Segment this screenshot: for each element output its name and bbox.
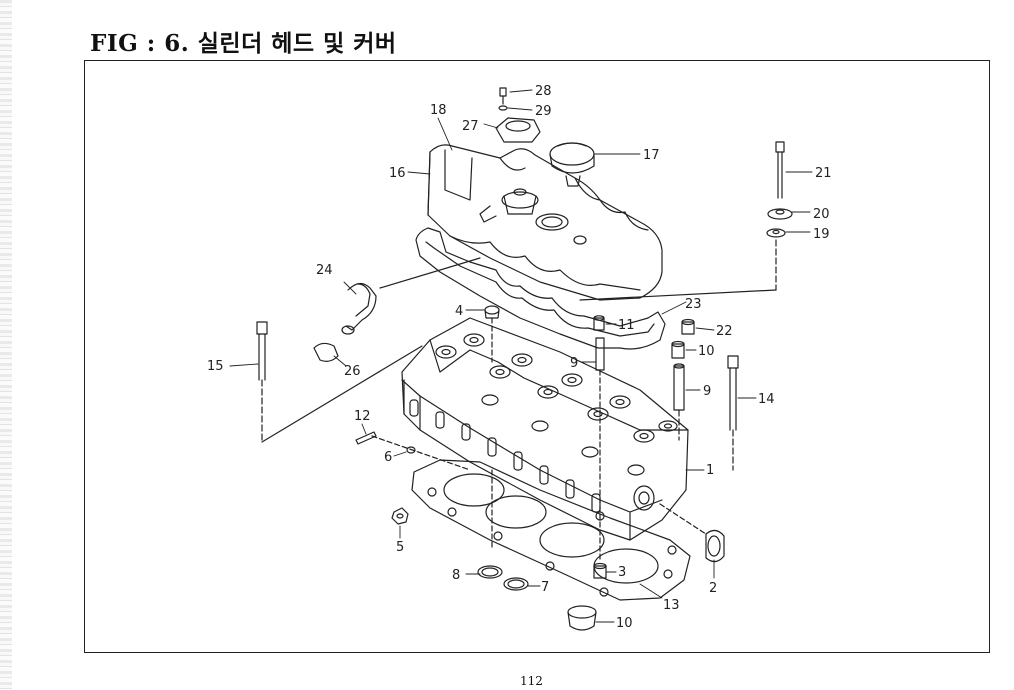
callout-3: 3 bbox=[618, 565, 626, 580]
callout-2: 2 bbox=[709, 581, 717, 596]
callout-1: 1 bbox=[706, 463, 714, 478]
scan-edge-artifact bbox=[0, 0, 12, 690]
valve-small-parts bbox=[593, 315, 695, 441]
callout-8: 8 bbox=[452, 568, 460, 583]
callout-12: 12 bbox=[354, 409, 371, 424]
head-bolt-left bbox=[256, 321, 423, 443]
callout-18: 18 bbox=[430, 103, 447, 118]
callout-9-upper: 9 bbox=[570, 356, 578, 371]
callout-10-upper: 10 bbox=[698, 344, 715, 359]
breather-hose bbox=[313, 257, 481, 362]
callout-21: 21 bbox=[815, 166, 832, 181]
callout-10-lower: 10 bbox=[616, 616, 633, 631]
callout-16: 16 bbox=[389, 166, 406, 181]
callout-23: 23 bbox=[685, 297, 702, 312]
callout-27: 27 bbox=[462, 119, 479, 134]
callout-24: 24 bbox=[316, 263, 333, 278]
callout-19: 19 bbox=[813, 227, 830, 242]
callout-17: 17 bbox=[643, 148, 660, 163]
callout-20: 20 bbox=[813, 207, 830, 222]
rocker-cover bbox=[427, 144, 663, 301]
callout-5: 5 bbox=[396, 540, 404, 555]
oil-filler-cap bbox=[549, 142, 595, 187]
callout-7: 7 bbox=[541, 580, 549, 595]
cover-gasket bbox=[415, 227, 666, 350]
cylinder-head bbox=[401, 317, 689, 541]
callout-4: 4 bbox=[455, 304, 463, 319]
callout-9-lower: 9 bbox=[703, 384, 711, 399]
callout-labels: 28 29 18 27 17 16 21 20 19 24 23 4 11 22… bbox=[207, 84, 832, 631]
figure-title: FIG : 6. 실린더 헤드 및 커버 bbox=[90, 30, 397, 57]
callout-13: 13 bbox=[663, 598, 680, 613]
callout-15: 15 bbox=[207, 359, 224, 374]
callout-14: 14 bbox=[758, 392, 775, 407]
breather-cap bbox=[495, 87, 541, 143]
leader-lines bbox=[229, 89, 813, 623]
callout-29: 29 bbox=[535, 104, 552, 119]
page-number: 112 bbox=[520, 674, 543, 688]
callout-28: 28 bbox=[535, 84, 552, 99]
drawing-frame bbox=[84, 60, 990, 653]
misc-small-parts bbox=[355, 305, 725, 631]
cover-bolt-set bbox=[579, 141, 793, 301]
head-bolt-right bbox=[727, 355, 739, 471]
callout-22: 22 bbox=[716, 324, 733, 339]
callout-6: 6 bbox=[384, 450, 392, 465]
callout-11: 11 bbox=[618, 318, 635, 333]
callout-26: 26 bbox=[344, 364, 361, 379]
